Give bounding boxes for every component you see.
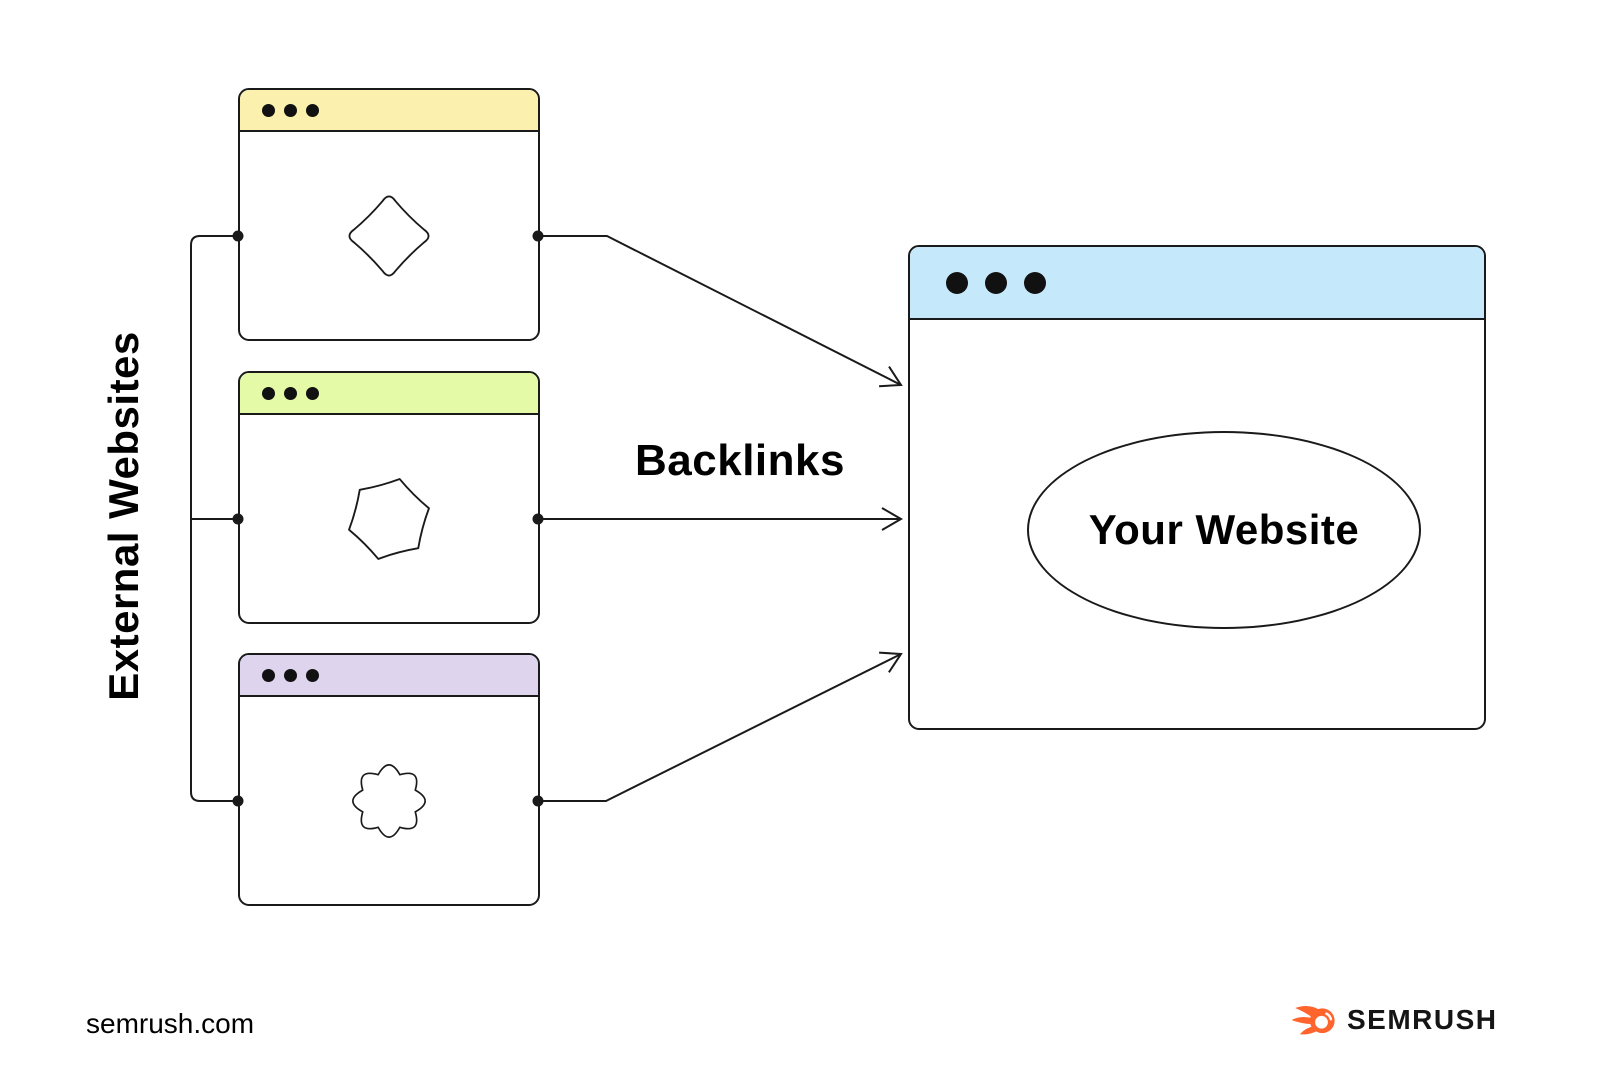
backlink-arrow-3	[538, 651, 903, 802]
hexagon-blob-icon	[348, 477, 430, 560]
backlink-arrow-1	[538, 235, 903, 388]
window-dot-icon	[262, 668, 275, 682]
window-dot-icon	[306, 103, 319, 117]
your-website-node: Your Website	[1027, 431, 1421, 629]
diamond-blob-icon	[348, 195, 430, 276]
window-dot-icon	[985, 271, 1007, 294]
window-dot-icon	[306, 668, 319, 682]
window-title-bar	[910, 247, 1484, 320]
window-title-bar	[240, 90, 538, 132]
semrush-logo-icon	[1291, 1005, 1335, 1035]
external-group-bracket	[190, 235, 238, 802]
external-websites-label: External Websites	[100, 331, 147, 701]
window-content	[240, 415, 538, 622]
external-website-window-1	[238, 88, 540, 341]
window-dot-icon	[262, 386, 275, 400]
window-dot-icon	[946, 271, 968, 294]
site-url: semrush.com	[86, 1008, 255, 1039]
window-content	[240, 697, 538, 904]
window-dot-icon	[1024, 271, 1046, 294]
window-dot-icon	[284, 386, 297, 400]
flower-blob-icon	[352, 763, 426, 838]
window-content	[240, 132, 538, 339]
window-dot-icon	[306, 386, 319, 400]
window-dot-icon	[284, 668, 297, 682]
external-website-window-2	[238, 371, 540, 624]
window-dot-icon	[262, 103, 275, 117]
your-website-window: Your Website	[908, 245, 1486, 730]
backlinks-label: Backlinks	[635, 436, 845, 485]
window-title-bar	[240, 373, 538, 415]
semrush-logo-text: SEMRUSH	[1347, 1004, 1498, 1035]
your-website-label: Your Website	[1088, 506, 1360, 553]
external-website-window-3	[238, 653, 540, 906]
window-title-bar	[240, 655, 538, 697]
semrush-logo: SEMRUSH	[1290, 1002, 1498, 1038]
window-dot-icon	[284, 103, 297, 117]
